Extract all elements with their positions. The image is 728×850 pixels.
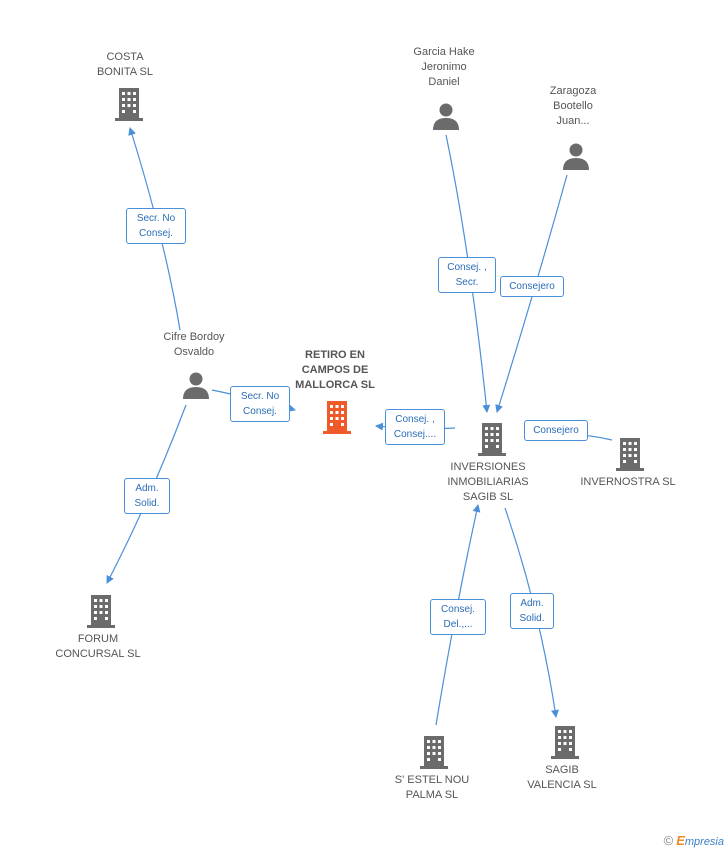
building-icon[interactable] bbox=[113, 86, 145, 122]
node-label-costa-bonita[interactable]: COSTA BONITA SL bbox=[96, 51, 154, 78]
node-label-zaragoza[interactable]: Zaragoza Bootello Juan... bbox=[549, 85, 597, 127]
empresia-logo: ©Empresia bbox=[664, 833, 724, 848]
node-label-sestel[interactable]: S' ESTEL NOU PALMA SL bbox=[394, 774, 470, 801]
node-label-forum[interactable]: FORUM CONCURSAL SL bbox=[55, 633, 141, 660]
edge-label-zaragoza-inv[interactable]: Consejero bbox=[500, 276, 564, 297]
edge-label-garcia-inv[interactable]: Consej. , Secr. bbox=[438, 257, 496, 293]
node-label-invernostra[interactable]: INVERNOSTRA SL bbox=[580, 476, 676, 488]
node-label-sagib-valencia[interactable]: SAGIB VALENCIA SL bbox=[527, 764, 597, 791]
node-label-cifre-bordoy[interactable]: Cifre Bordoy Osvaldo bbox=[163, 331, 225, 358]
building-icon[interactable] bbox=[614, 436, 646, 472]
building-icon[interactable] bbox=[418, 734, 450, 770]
edge-label-inv-retiro[interactable]: Consej. , Consej.... bbox=[385, 409, 445, 445]
node-label-garcia-hake[interactable]: Garcia Hake Jeronimo Daniel bbox=[413, 46, 475, 88]
edge-label-invernostra-inv[interactable]: Consejero bbox=[524, 420, 588, 441]
building-icon-main[interactable] bbox=[321, 399, 353, 435]
edge-label-sestel-inv[interactable]: Consej. Del.,... bbox=[430, 599, 486, 635]
building-icon[interactable] bbox=[549, 724, 581, 760]
edge-label-cifre-retiro[interactable]: Secr. No Consej. bbox=[230, 386, 290, 422]
edge-label-cifre-forum[interactable]: Adm. Solid. bbox=[124, 478, 170, 514]
brand-name: mpresia bbox=[684, 836, 724, 848]
node-label-retiro[interactable]: RETIRO EN CAMPOS DE MALLORCA SL bbox=[295, 349, 375, 391]
person-icon[interactable] bbox=[180, 369, 212, 401]
copyright-symbol: © bbox=[663, 833, 674, 848]
node-label-inversiones[interactable]: INVERSIONES INMOBILIARIAS SAGIB SL bbox=[447, 461, 529, 503]
person-icon[interactable] bbox=[430, 100, 462, 132]
building-icon[interactable] bbox=[476, 421, 508, 457]
edge-label-cifre-costa[interactable]: Secr. No Consej. bbox=[126, 208, 186, 244]
building-icon[interactable] bbox=[85, 593, 117, 629]
brand-initial: E bbox=[676, 833, 685, 848]
person-icon[interactable] bbox=[560, 140, 592, 172]
edge-label-inv-valencia[interactable]: Adm. Solid. bbox=[510, 593, 554, 629]
